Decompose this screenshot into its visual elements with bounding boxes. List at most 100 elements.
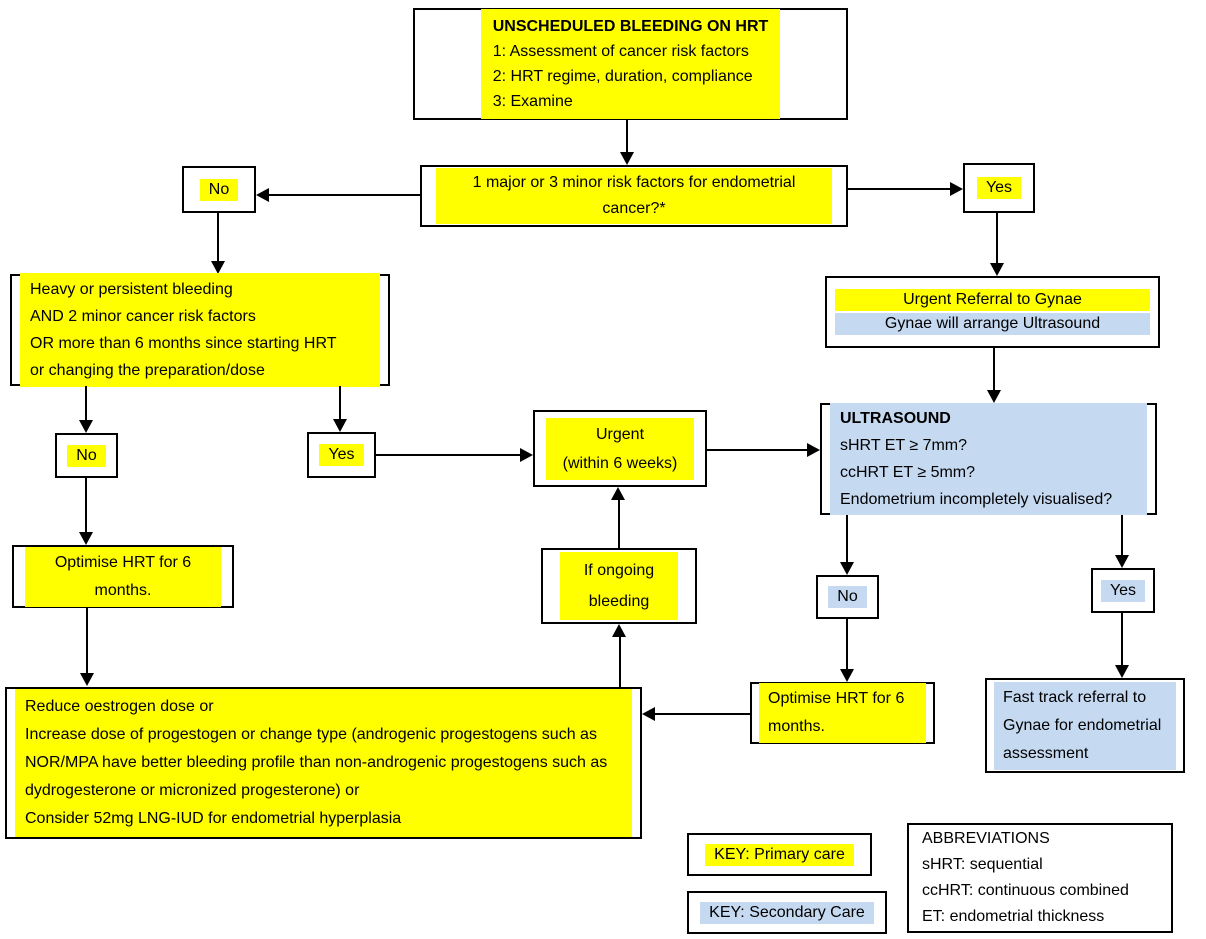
connector-line — [217, 213, 219, 263]
reduce-para-3: Consider 52mg LNG-IUD for endometrial hy… — [25, 810, 402, 827]
arrowhead-down — [987, 390, 1001, 403]
no-ultrasound-label: No — [828, 586, 867, 608]
reduce-para-1: Reduce oestrogen dose or — [25, 698, 214, 715]
connector-line — [1121, 515, 1123, 557]
arrowhead-down — [620, 152, 634, 165]
if-ongoing-text: If ongoing bleeding — [560, 552, 678, 620]
ultrasound-line-3: Endometrium incompletely visualised? — [840, 491, 1113, 508]
arrowhead-down — [211, 261, 225, 274]
reduce-para-2: Increase dose of progestogen or change t… — [25, 726, 608, 799]
question-box: 1 major or 3 minor risk factors for endo… — [420, 165, 848, 227]
title-line-3: 3: Examine — [492, 93, 573, 110]
connector-line — [846, 515, 848, 564]
key-primary-care-box: KEY: Primary care — [687, 833, 872, 876]
heavy-line-3: OR more than 6 months since starting HRT — [30, 335, 337, 352]
fast-track-text: Fast track referral to Gynae for endomet… — [994, 681, 1176, 770]
connector-line — [85, 478, 87, 534]
yes-ultrasound-box: Yes — [1091, 568, 1155, 613]
no-top-label: No — [199, 178, 239, 201]
arrowhead-up — [611, 487, 625, 500]
fast-track-referral-box: Fast track referral to Gynae for endomet… — [985, 678, 1185, 773]
urgent-referral-box: Urgent Referral to Gynae Gynae will arra… — [825, 276, 1160, 348]
no-ultrasound-box: No — [816, 575, 879, 619]
arrowhead-down — [79, 420, 93, 433]
arrowhead-left — [642, 707, 655, 721]
abbreviations-box: ABBREVIATIONS sHRT: sequential ccHRT: co… — [907, 823, 1173, 933]
connector-line — [707, 449, 809, 451]
connector-line — [618, 499, 620, 548]
arrowhead-up — [612, 624, 626, 637]
question-text: 1 major or 3 minor risk factors for endo… — [436, 168, 832, 224]
page-title: UNSCHEDULED BLEEDING ON HRT — [492, 18, 769, 35]
gynae-ultrasound-line: Gynae will arrange Ultrasound — [835, 313, 1150, 335]
key-secondary-care-box: KEY: Secondary Care — [687, 891, 887, 934]
connector-line — [996, 213, 998, 265]
reduce-oestrogen-highlight: Reduce oestrogen dose or Increase dose o… — [15, 689, 632, 837]
abbreviations-content: ABBREVIATIONS sHRT: sequential ccHRT: co… — [922, 826, 1158, 930]
key-secondary-care-label: KEY: Secondary Care — [700, 901, 874, 924]
abbreviation-line-3: ET: endometrial thickness — [922, 908, 1105, 925]
arrowhead-down — [990, 263, 1004, 276]
connector-line — [339, 386, 341, 421]
arrowhead-right — [807, 443, 820, 457]
arrowhead-down — [1115, 665, 1129, 678]
optimise-right-text: Optimise HRT for 6 months. — [759, 683, 926, 743]
no-top-box: No — [182, 166, 256, 213]
arrowhead-down — [1115, 555, 1129, 568]
if-ongoing-bleeding-box: If ongoing bleeding — [541, 548, 697, 624]
title-line-1: 1: Assessment of cancer risk factors — [492, 43, 749, 60]
arrowhead-down — [840, 669, 854, 682]
heavy-bleeding-box: Heavy or persistent bleeding AND 2 minor… — [10, 273, 390, 387]
arrowhead-right — [520, 448, 533, 462]
yes-mid-label: Yes — [319, 444, 364, 466]
optimise-hrt-left-box: Optimise HRT for 6 months. — [12, 545, 234, 608]
reduce-oestrogen-box: Reduce oestrogen dose or Increase dose o… — [5, 687, 642, 839]
connector-line — [993, 348, 995, 392]
urgent-box: Urgent (within 6 weeks) — [533, 410, 707, 487]
urgent-line-1: Urgent — [595, 425, 645, 443]
arrowhead-right — [950, 182, 963, 196]
yes-top-box: Yes — [963, 163, 1035, 213]
ultrasound-line-2: ccHRT ET ≥ 5mm? — [840, 464, 976, 481]
ultrasound-highlight: ULTRASOUND sHRT ET ≥ 7mm? ccHRT ET ≥ 5mm… — [830, 403, 1147, 515]
arrowhead-down — [840, 562, 854, 575]
arrowhead-down — [79, 532, 93, 545]
optimise-hrt-right-box: Optimise HRT for 6 months. — [750, 682, 935, 744]
title-box: UNSCHEDULED BLEEDING ON HRT 1: Assessmen… — [413, 8, 848, 120]
connector-line — [846, 619, 848, 671]
heavy-line-4: or changing the preparation/dose — [30, 362, 265, 379]
connector-line — [619, 636, 621, 687]
optimise-left-text: Optimise HRT for 6 months. — [25, 546, 221, 607]
connector-line — [1121, 613, 1123, 667]
ultrasound-line-1: sHRT ET ≥ 7mm? — [840, 437, 968, 454]
arrowhead-down — [333, 419, 347, 432]
title-line-2: 2: HRT regime, duration, compliance — [492, 68, 753, 85]
urgent-referral-line: Urgent Referral to Gynae — [835, 289, 1150, 311]
connector-line — [626, 120, 628, 153]
ultrasound-title: ULTRASOUND — [840, 410, 951, 427]
arrowhead-down — [80, 673, 94, 686]
yes-mid-box: Yes — [307, 432, 376, 478]
abbreviations-title: ABBREVIATIONS — [922, 830, 1050, 847]
heavy-line-2: AND 2 minor cancer risk factors — [30, 308, 256, 325]
no-mid-box: No — [55, 433, 118, 478]
ultrasound-box: ULTRASOUND sHRT ET ≥ 7mm? ccHRT ET ≥ 5mm… — [820, 403, 1157, 515]
yes-top-label: Yes — [976, 177, 1022, 199]
connector-line — [86, 608, 88, 675]
heavy-bleeding-highlight: Heavy or persistent bleeding AND 2 minor… — [20, 273, 380, 387]
yes-ultrasound-label: Yes — [1100, 579, 1146, 602]
connector-line — [85, 386, 87, 422]
urgent-highlight: Urgent (within 6 weeks) — [546, 417, 694, 480]
heavy-line-1: Heavy or persistent bleeding — [30, 281, 233, 298]
abbreviation-line-1: sHRT: sequential — [922, 856, 1043, 873]
key-primary-care-label: KEY: Primary care — [705, 843, 854, 866]
connector-line — [848, 188, 952, 190]
title-box-highlight: UNSCHEDULED BLEEDING ON HRT 1: Assessmen… — [480, 9, 781, 119]
connector-line — [376, 454, 521, 456]
abbreviation-line-2: ccHRT: continuous combined — [922, 882, 1129, 899]
connector-line — [653, 713, 750, 715]
urgent-line-2: (within 6 weeks) — [562, 454, 678, 472]
no-mid-label: No — [67, 444, 106, 467]
arrowhead-left — [256, 188, 269, 202]
